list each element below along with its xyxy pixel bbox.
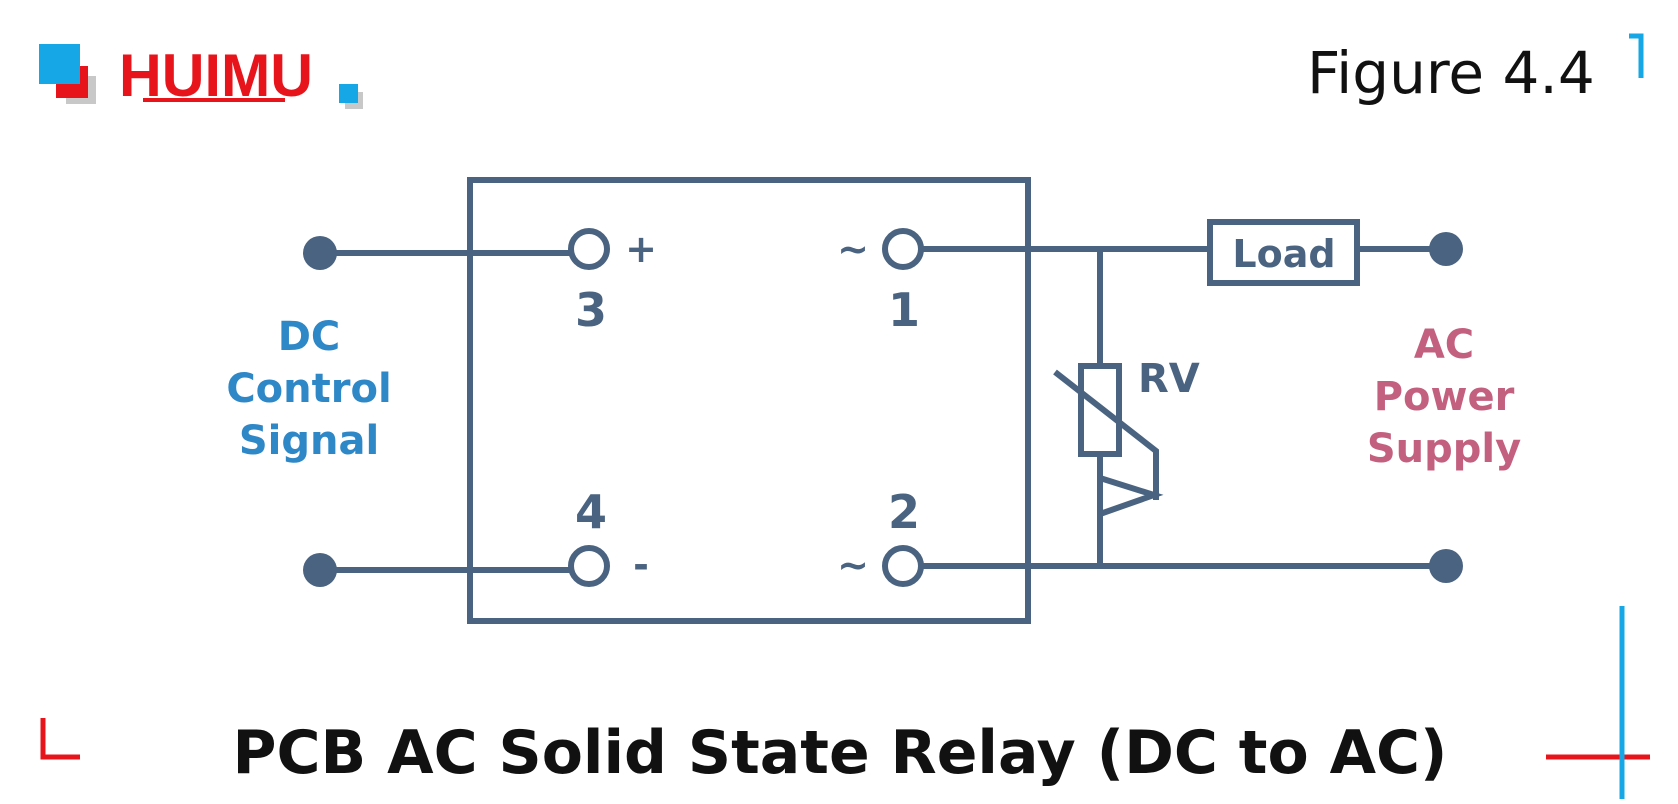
varistor-triangle bbox=[1099, 475, 1164, 517]
rv-label: RV bbox=[1138, 356, 1200, 402]
logo-square-blue bbox=[39, 44, 80, 84]
pin-2-sign: ~ bbox=[837, 543, 869, 587]
pin-2-number: 2 bbox=[888, 485, 920, 539]
pin-1-sign: ~ bbox=[837, 227, 869, 271]
pin-3-sign: + bbox=[625, 227, 657, 271]
pin-2-terminal bbox=[882, 545, 924, 587]
terminal-ac-top bbox=[1429, 232, 1463, 266]
terminal-dc-positive bbox=[303, 236, 337, 270]
load-label: Load bbox=[1232, 232, 1335, 276]
huimu-logo: HUIMU bbox=[39, 42, 363, 109]
dc-control-signal-label: DC Control Signal bbox=[226, 314, 391, 464]
load-box bbox=[1207, 219, 1360, 286]
logo-underline bbox=[143, 98, 285, 102]
relay-body bbox=[467, 177, 1031, 624]
dc-label-line-2: Control bbox=[226, 366, 391, 412]
terminal-dc-negative bbox=[303, 553, 337, 587]
ac-power-supply-label: AC Power Supply bbox=[1367, 322, 1521, 472]
figure-label: Figure 4.4 bbox=[1307, 39, 1595, 107]
varistor-slash bbox=[1053, 369, 1159, 500]
pin-1-terminal bbox=[882, 228, 924, 270]
pin-3-terminal bbox=[568, 228, 610, 270]
dc-label-line-1: DC bbox=[278, 314, 341, 360]
varistor-rv: RV bbox=[1053, 252, 1200, 566]
ac-label-line-3: Supply bbox=[1367, 426, 1521, 472]
corner-mark-bottom-left bbox=[40, 718, 80, 760]
pin-4-number: 4 bbox=[575, 485, 607, 539]
dc-label-line-3: Signal bbox=[239, 418, 379, 464]
pin-4-sign: - bbox=[633, 543, 649, 587]
ac-label-line-1: AC bbox=[1414, 322, 1474, 368]
diagram-caption: PCB AC Solid State Relay (DC to AC) bbox=[233, 718, 1448, 788]
pin-1-number: 1 bbox=[888, 283, 920, 337]
logo-text: HUIMU bbox=[119, 42, 313, 109]
pin-3-number: 3 bbox=[575, 283, 607, 337]
logo-dot-blue bbox=[339, 84, 358, 103]
ac-label-line-2: Power bbox=[1374, 374, 1515, 420]
pin-4-terminal bbox=[568, 545, 610, 587]
terminal-ac-bottom bbox=[1429, 549, 1463, 583]
corner-mark-top-right bbox=[1629, 33, 1644, 78]
